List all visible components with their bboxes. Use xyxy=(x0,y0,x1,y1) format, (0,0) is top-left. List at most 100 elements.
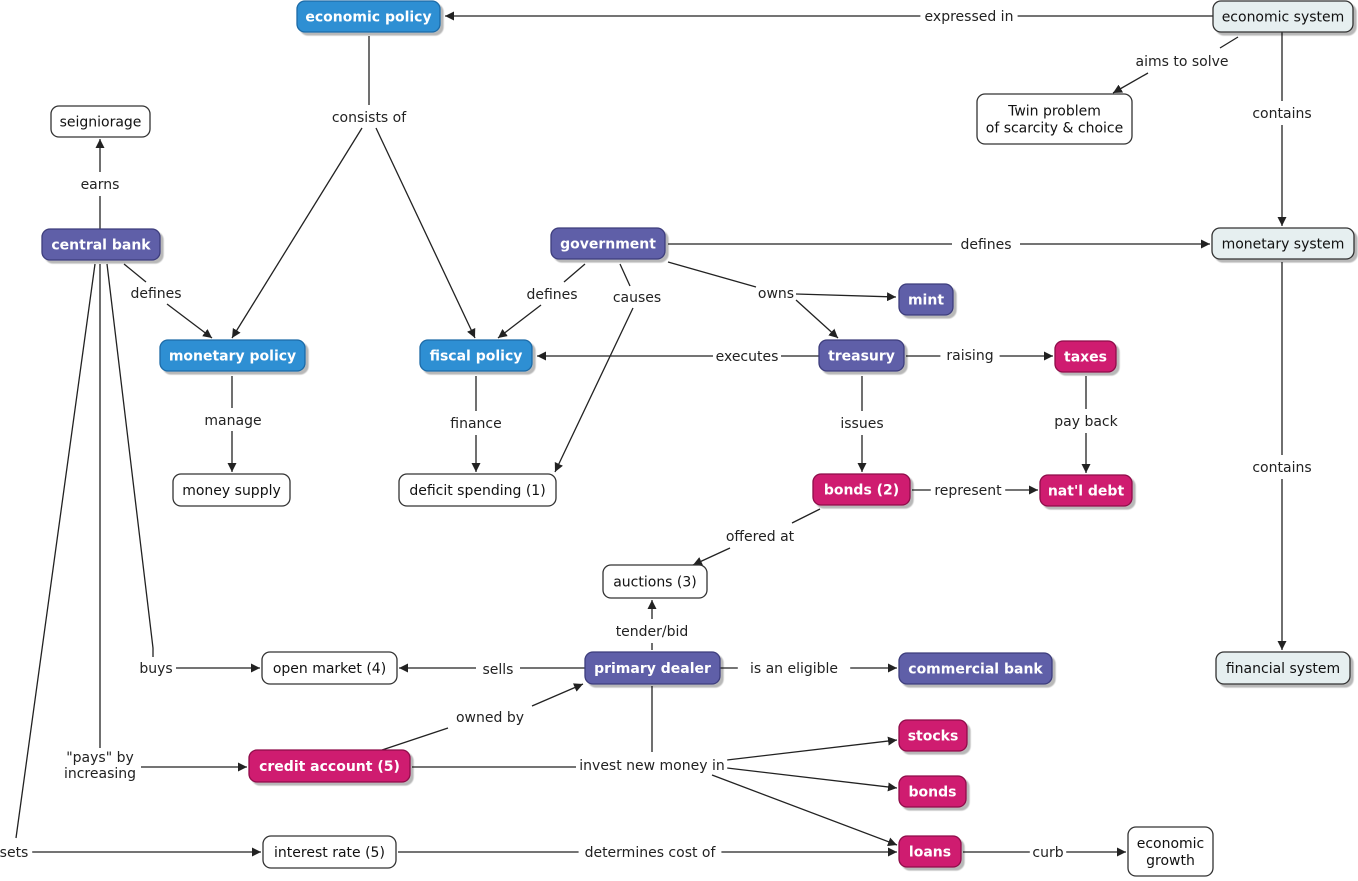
node-box xyxy=(818,339,905,372)
node-label: monetary policy xyxy=(169,349,296,365)
link-label-text: defines xyxy=(960,237,1011,253)
node-box xyxy=(419,339,533,372)
link-label-text: pay back xyxy=(1054,414,1118,430)
connector-line xyxy=(231,127,363,339)
node-treasury[interactable]: treasury xyxy=(818,339,905,372)
node-label: nat'l debt xyxy=(1048,484,1125,500)
node-label: bonds (2) xyxy=(824,483,899,499)
node-label: primary dealer xyxy=(594,661,711,677)
connector-line xyxy=(795,292,897,302)
node-bonds[interactable]: bonds xyxy=(898,775,967,808)
node-label: money supply xyxy=(182,483,281,499)
node-box xyxy=(296,0,441,33)
node-box xyxy=(812,473,911,506)
node-deficit-spending[interactable]: deficit spending (1) xyxy=(398,473,557,507)
node-label: bonds xyxy=(909,785,957,801)
link-label-text: owns xyxy=(758,286,794,302)
link-label-expressed-in: expressed in xyxy=(920,7,1018,25)
link-label-text: executes xyxy=(716,349,779,365)
link-label-aims-to-solve: aims to solve xyxy=(1129,52,1235,70)
link-label-offered-at: offered at xyxy=(719,527,801,545)
connector-line xyxy=(497,304,542,339)
connector-line xyxy=(726,767,898,792)
node-financial-system[interactable]: financial system xyxy=(1215,651,1351,685)
connections xyxy=(15,11,1287,857)
node-label: commercial bank xyxy=(908,662,1043,678)
node-label: open market (4) xyxy=(273,661,386,677)
link-label-executes: executes xyxy=(713,347,781,365)
link-label-curb: curb xyxy=(1029,843,1067,861)
link-label-text: causes xyxy=(613,290,661,306)
link-label-earns: earns xyxy=(78,175,122,193)
node-seigniorage[interactable]: seigniorage xyxy=(50,105,151,138)
link-label-contains-1: contains xyxy=(1248,104,1316,122)
link-label-text: defines xyxy=(526,287,577,303)
link-label-text: buys xyxy=(139,661,172,677)
node-credit-account[interactable]: credit account (5) xyxy=(248,749,411,783)
node-primary-dealer[interactable]: primary dealer xyxy=(584,651,721,685)
node-monetary-system[interactable]: monetary system xyxy=(1211,227,1355,260)
node-fiscal-policy[interactable]: fiscal policy xyxy=(419,339,533,372)
node-taxes[interactable]: taxes xyxy=(1054,340,1117,373)
node-box xyxy=(1054,340,1117,373)
node-label: monetary system xyxy=(1222,237,1345,253)
node-money-supply[interactable]: money supply xyxy=(172,473,291,507)
node-mint[interactable]: mint xyxy=(898,283,954,316)
node-central-bank[interactable]: central bank xyxy=(41,228,161,261)
link-label-is-an-eligible: is an eligible xyxy=(737,659,851,677)
connector-line xyxy=(554,307,634,473)
node-label: seigniorage xyxy=(60,115,142,131)
node-bonds-2[interactable]: bonds (2) xyxy=(812,473,911,506)
node-label: loans xyxy=(909,845,951,861)
node-box xyxy=(898,283,954,316)
node-box xyxy=(898,652,1053,685)
node-interest-rate[interactable]: interest rate (5) xyxy=(262,835,397,869)
node-natl-debt[interactable]: nat'l debt xyxy=(1039,474,1133,507)
node-government[interactable]: government xyxy=(550,227,666,260)
link-label-represent: represent xyxy=(930,481,1006,499)
node-label: financial system xyxy=(1226,661,1340,677)
node-box xyxy=(898,775,967,808)
node-box xyxy=(550,227,666,260)
node-economic-system[interactable]: economic system xyxy=(1212,0,1354,33)
link-label-consists-of: consists of xyxy=(324,108,414,126)
node-economic-policy[interactable]: economic policy xyxy=(296,0,441,33)
link-label-text: earns xyxy=(81,177,120,193)
link-label-contains-2: contains xyxy=(1248,458,1316,476)
node-stocks[interactable]: stocks xyxy=(898,719,968,752)
link-label-tender-bid: tender/bid xyxy=(611,622,693,640)
node-loans[interactable]: loans xyxy=(898,835,962,868)
link-label-invest-new-money-in: invest new money in xyxy=(576,756,728,774)
link-label-text: aims to solve xyxy=(1135,54,1228,70)
link-label-causes: causes xyxy=(611,288,663,306)
connector-line xyxy=(531,683,584,707)
connector-line xyxy=(726,736,898,761)
link-label-pay-back: pay back xyxy=(1052,412,1120,430)
link-label-owned-by: owned by xyxy=(456,708,524,726)
node-label: fiscal policy xyxy=(430,349,523,365)
connector-line xyxy=(1219,36,1239,49)
node-box xyxy=(1211,227,1355,260)
node-box xyxy=(1127,826,1214,877)
node-open-market[interactable]: open market (4) xyxy=(261,651,398,685)
node-commercial-bank[interactable]: commercial bank xyxy=(898,652,1053,685)
node-label: economic policy xyxy=(305,10,431,26)
link-label-text: owned by xyxy=(456,710,524,726)
node-box xyxy=(398,473,557,507)
link-label-text: manage xyxy=(204,413,261,429)
node-label: economic system xyxy=(1222,10,1345,26)
connector-line xyxy=(381,727,449,751)
connector-line xyxy=(791,508,821,524)
node-monetary-policy[interactable]: monetary policy xyxy=(159,339,306,372)
link-label-text: issues xyxy=(840,416,883,432)
link-labels: expressed in aims to solve consists of cont… xyxy=(0,7,1316,861)
connector-line xyxy=(711,774,898,847)
link-label-defines-gov-fp: defines xyxy=(522,285,582,303)
concept-nodes: economic policy economic system seigniorag… xyxy=(41,0,1355,877)
node-auctions[interactable]: auctions (3) xyxy=(602,564,708,599)
